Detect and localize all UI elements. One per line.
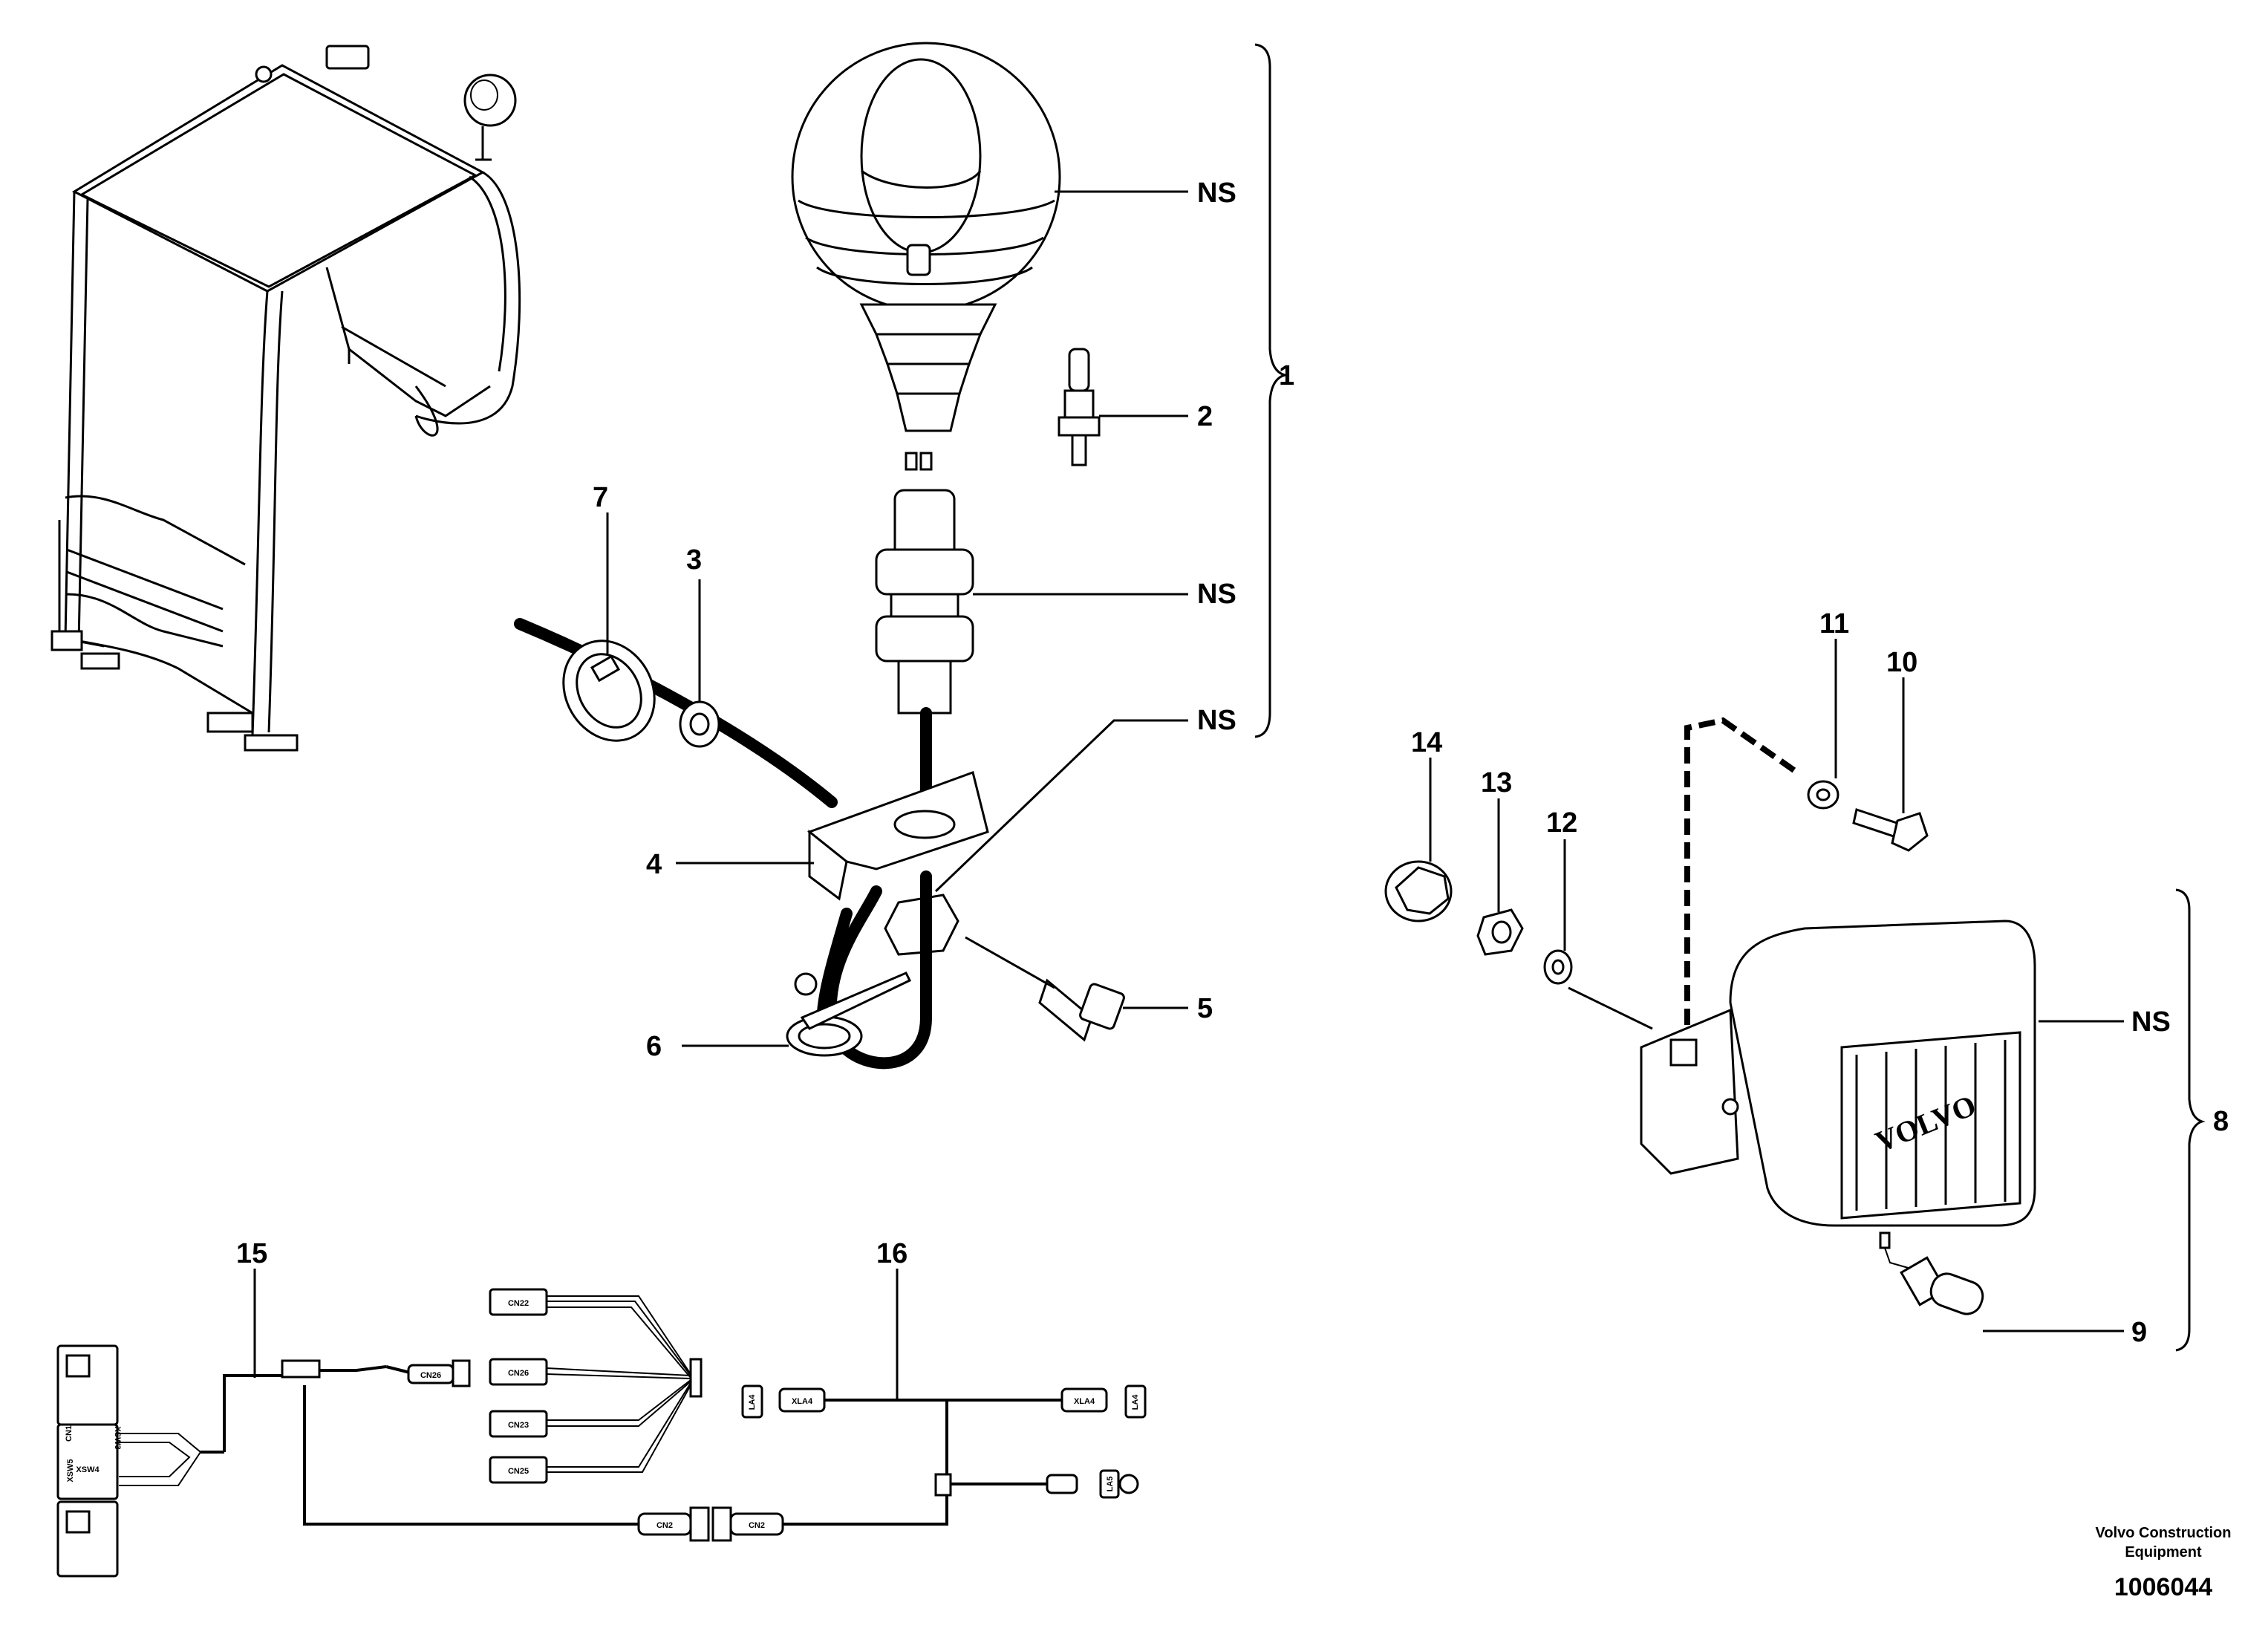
callout-12: 12 xyxy=(1546,807,1577,839)
connector-cn26-trunk: CN26 xyxy=(420,1371,441,1380)
callout-8: 8 xyxy=(2213,1106,2229,1137)
footer: Volvo Construction Equipment 1006044 xyxy=(2096,1525,2232,1601)
cab-frame-illustration xyxy=(50,45,521,752)
connector-la5: LA5 xyxy=(1106,1477,1115,1492)
connector-cn22: CN22 xyxy=(508,1299,529,1308)
wiring-harness-15: XSW5 XSW4 XSW3 CN1 CN26 CN22 CN26 CN23 C… xyxy=(56,1269,710,1578)
callout-14: 14 xyxy=(1411,727,1442,758)
lamp-mounting-hardware xyxy=(1384,639,1929,1030)
callout-15: 15 xyxy=(236,1238,267,1269)
callout-6: 6 xyxy=(646,1031,662,1062)
callout-1: 1 xyxy=(1279,360,1294,391)
grommet xyxy=(679,579,720,748)
connector-la4-right: LA4 xyxy=(1131,1394,1140,1410)
connector-cn25: CN25 xyxy=(508,1467,529,1476)
connector-la4-left: LA4 xyxy=(748,1394,757,1410)
footer-company-line2: Equipment xyxy=(2125,1544,2202,1560)
callout-2: 2 xyxy=(1197,401,1213,432)
bolt xyxy=(965,936,1188,1042)
wiring-harness-16: LA4 XLA4 XLA4 LA4 LA5 CN2 xyxy=(711,1269,1147,1542)
mounting-bracket xyxy=(676,771,989,901)
footer-company-line1: Volvo Construction xyxy=(2096,1525,2232,1541)
callout-13: 13 xyxy=(1481,767,1512,798)
document-number: 1006044 xyxy=(2114,1573,2212,1601)
connector-xla4-left: XLA4 xyxy=(792,1397,813,1406)
hose-clamp xyxy=(562,512,656,742)
callout-7: 7 xyxy=(593,482,608,513)
connector-cn2-female: CN2 xyxy=(749,1521,765,1530)
group-bracket-8 xyxy=(2175,888,2206,1352)
callout-11: 11 xyxy=(1819,608,1849,639)
callout-10: 10 xyxy=(1886,647,1917,678)
connector-cn23: CN23 xyxy=(508,1421,529,1430)
connector-xla4-right: XLA4 xyxy=(1074,1397,1095,1406)
callout-5: 5 xyxy=(1197,993,1213,1024)
connector-cn2-male: CN2 xyxy=(656,1521,673,1530)
callout-ns-beacon: NS xyxy=(1197,178,1236,209)
callout-16: 16 xyxy=(876,1238,907,1269)
callout-3: 3 xyxy=(686,544,702,576)
halogen-bulb xyxy=(1058,348,1188,466)
switch-label-xsw4: XSW4 xyxy=(76,1465,100,1474)
beacon-mount-stem xyxy=(875,452,1188,823)
rotating-beacon-lens xyxy=(791,42,1061,432)
callout-4: 4 xyxy=(646,849,662,880)
switch-label-xsw3: XSW3 xyxy=(113,1426,122,1449)
lamp-bulb xyxy=(1879,1231,2124,1332)
callout-ns-mount: NS xyxy=(1197,579,1236,610)
work-lamp-illustration: VOLVO xyxy=(1640,920,2124,1227)
callout-9: 9 xyxy=(2131,1317,2147,1348)
connector-cn26: CN26 xyxy=(508,1369,529,1378)
callout-ns-nut: NS xyxy=(1197,705,1236,736)
switch-label-cn1: CN1 xyxy=(65,1425,74,1442)
callout-labels: NS 1 2 7 3 NS NS 4 5 6 11 10 14 13 12 NS… xyxy=(236,178,2229,1348)
switch-label-xsw5: XSW5 xyxy=(66,1459,75,1482)
group-bracket-1 xyxy=(1254,43,1289,738)
cable-tie xyxy=(682,972,912,1057)
callout-ns-worklamp: NS xyxy=(2131,1006,2171,1038)
